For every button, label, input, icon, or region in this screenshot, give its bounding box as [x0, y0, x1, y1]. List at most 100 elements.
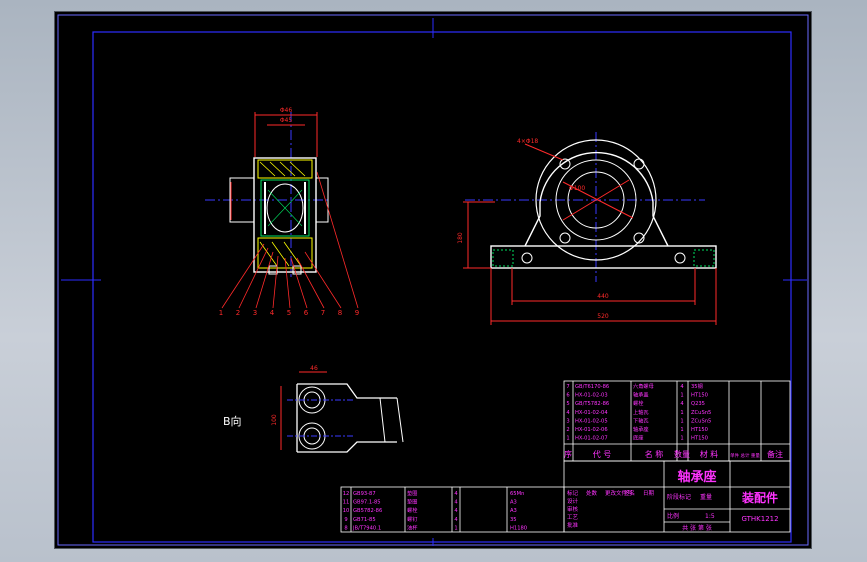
upper-bom-header-cell: 序 — [564, 449, 572, 459]
callout-2: 2 — [236, 309, 240, 317]
drawing-title: 轴承座 — [677, 469, 716, 485]
upper-bom-cell: 7 — [566, 384, 569, 390]
upper-bom-cell: HT150 — [691, 427, 708, 433]
callout-3: 3 — [253, 309, 257, 317]
upper-bom-cell: 1 — [680, 427, 683, 433]
dim-bview-width: 46 — [310, 365, 318, 372]
lower-bom-cell: 11 — [343, 500, 350, 506]
upper-bom-header-cell: 数量 — [674, 449, 690, 459]
upper-bom-cell: HX-01-02-07 — [575, 436, 608, 442]
front-section-view: Φ46 Φ45 1 2 3 4 5 6 7 8 9 — [205, 107, 359, 317]
upper-bom-table — [563, 380, 791, 462]
upper-bom-cell: ZCuSn5 — [691, 418, 711, 424]
title-block-label: 签名 — [624, 489, 635, 497]
upper-bom-cell: 1 — [680, 418, 683, 424]
lower-bom-cell: 4 — [454, 508, 458, 514]
upper-bom-cell: 1 — [566, 436, 569, 442]
lower-bom-cell: 10 — [343, 508, 350, 514]
title-block-labels: 标记处数更改文件号签名日期设计审核工艺批准 — [567, 489, 655, 529]
lower-bom-cell: 12 — [343, 491, 350, 497]
lower-bom-cell: 垫圈 — [407, 489, 417, 497]
b-view: B向 46 100 — [223, 365, 404, 453]
drawing-sheet: Φ46 Φ45 1 2 3 4 5 6 7 8 9 — [55, 12, 811, 548]
upper-bom-cell: 1 — [680, 393, 683, 399]
lower-bom-cell: A3 — [510, 500, 517, 506]
upper-bom-cell: 六角螺母 — [633, 382, 654, 390]
drawing-code: GTHK1212 — [741, 515, 778, 523]
upper-bom-cell: HX-01-02-06 — [575, 427, 608, 433]
view-label-b: B向 — [223, 414, 242, 428]
upper-bom-cell: 下轴瓦 — [633, 416, 649, 424]
drawing-type: 装配件 — [741, 490, 778, 505]
lower-bom-cell: 9 — [344, 517, 347, 523]
lower-bom-cell: JB/T7940.1 — [352, 525, 381, 531]
upper-bom-cell: HX-01-02-03 — [575, 393, 608, 399]
callout-7: 7 — [321, 309, 325, 317]
callout-1: 1 — [219, 309, 223, 317]
title-block — [563, 460, 791, 533]
upper-bom-header-cell: 名 称 — [645, 449, 664, 459]
lower-bom-cell: A3 — [510, 508, 517, 514]
dim-side-total: 520 — [597, 313, 609, 320]
lower-bom-cell: 螺栓 — [407, 506, 418, 514]
upper-bom-cell: 6 — [566, 393, 569, 399]
upper-bom-cell: 上轴瓦 — [633, 408, 649, 416]
title-block-role: 审核 — [567, 505, 579, 513]
upper-bom-header-cell: 单件 总计 重量 — [730, 452, 760, 459]
title-block-role: 设计 — [567, 497, 579, 505]
upper-bom-cell: 轴承盖 — [633, 391, 649, 399]
upper-bom-cell: 2 — [566, 427, 569, 433]
upper-bom-cell: HX-01-02-05 — [575, 418, 608, 424]
callout-4: 4 — [270, 309, 275, 317]
stage-label: 阶段标记 — [667, 493, 691, 501]
lower-bom-cell: 4 — [454, 500, 458, 506]
title-block-label: 处数 — [586, 489, 598, 497]
upper-bom-cell: HX-01-02-04 — [575, 410, 608, 416]
lower-bom-cell: GB71-85 — [353, 517, 376, 523]
lower-bom-cell: 4 — [454, 517, 458, 523]
upper-bom-cell: 5 — [566, 401, 569, 407]
upper-bom-header-cell: 备注 — [767, 449, 783, 459]
upper-bom-cell: GB/T6170-86 — [575, 384, 609, 390]
weight-label: 重量 — [700, 493, 712, 501]
upper-bom-cell: 螺栓 — [633, 399, 644, 407]
upper-bom-header: 序代 号名 称数量材 料单件 总计 重量备注 — [564, 449, 783, 459]
upper-bom-cell: HT150 — [691, 436, 708, 442]
upper-bom-cell: 轴承座 — [633, 425, 649, 433]
dim-side-height: 180 — [457, 232, 464, 244]
title-block-role: 批准 — [567, 521, 579, 529]
title-block-label: 标记 — [567, 489, 579, 497]
upper-bom-cell: Q235 — [691, 401, 705, 407]
border-frame — [92, 31, 792, 543]
dim-hole-label: 4×Φ18 — [517, 138, 538, 145]
cad-drawing: Φ46 Φ45 1 2 3 4 5 6 7 8 9 — [57, 14, 809, 546]
callout-9: 9 — [355, 309, 359, 317]
upper-bom-cell: 35钢 — [691, 382, 703, 390]
upper-bom-cell: 底座 — [633, 434, 643, 442]
dim-bview-height: 100 — [271, 414, 278, 426]
dim-front-top: Φ46 — [280, 107, 293, 114]
dim-front-inner: Φ45 — [280, 117, 293, 124]
upper-bom-cell: GB/T5782-86 — [575, 401, 609, 407]
dim-bore-label: Φ100 — [569, 185, 585, 192]
upper-bom-header-cell: 材 料 — [700, 449, 719, 459]
lower-bom-cell: 35 — [510, 517, 517, 523]
lower-bom-cell: 65Mn — [510, 491, 524, 497]
scale-value: 1:5 — [705, 513, 715, 520]
upper-bom-cell: 1 — [680, 410, 683, 416]
callout-6: 6 — [304, 309, 309, 317]
upper-bom-cell: HT150 — [691, 393, 708, 399]
lower-bom-cell: GB5782-86 — [353, 508, 382, 514]
title-block-label: 日期 — [643, 490, 655, 497]
upper-bom-cell: 4 — [680, 401, 684, 407]
lower-bom-cell: 油杯 — [407, 523, 418, 531]
upper-bom-cell: 4 — [566, 410, 570, 416]
title-block-role: 工艺 — [567, 514, 579, 521]
callout-8: 8 — [338, 309, 342, 317]
callout-5: 5 — [287, 309, 291, 317]
upper-bom-cell: 3 — [566, 418, 569, 424]
lower-bom-cell: 垫圈 — [407, 498, 417, 506]
lower-bom-cell: GB97.1-85 — [353, 500, 381, 506]
